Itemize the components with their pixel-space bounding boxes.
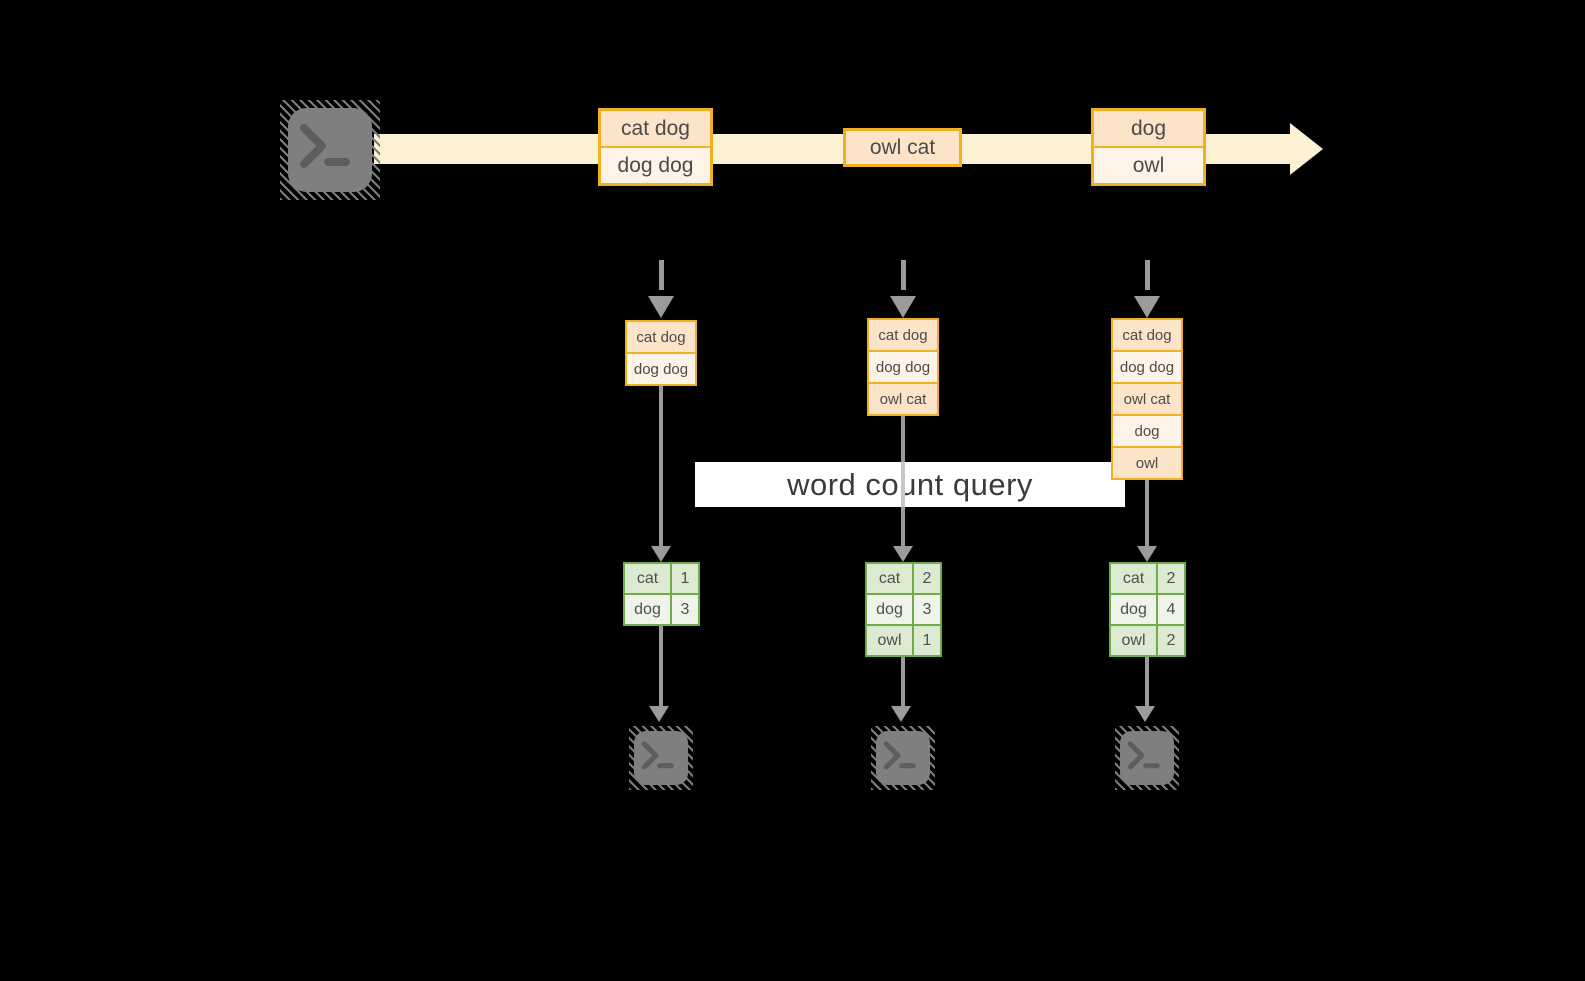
terminal-body — [288, 108, 372, 192]
wordcount-table: cat 1 dog 3 — [623, 562, 700, 626]
terminal-body — [1120, 731, 1174, 785]
record-buffer: cat dog dog dog — [625, 320, 697, 386]
count-cell: 2 — [1158, 626, 1184, 655]
event-record: cat dog — [601, 111, 710, 146]
count-cell: 1 — [914, 626, 940, 655]
dashed-arrow-icon — [1134, 260, 1160, 318]
record-buffer: cat dog dog dog owl cat — [867, 318, 939, 416]
arrowhead-icon — [893, 546, 913, 562]
terminal-icon — [280, 100, 380, 200]
terminal-icon — [1115, 726, 1179, 790]
dashed-arrow-icon — [890, 260, 916, 318]
table-row: dog 4 — [1111, 595, 1184, 624]
arrowhead-icon — [890, 296, 916, 318]
query-banner: word count query — [695, 462, 1125, 507]
word-cell: owl — [867, 626, 912, 655]
stream-arrowhead-icon — [1290, 123, 1323, 175]
word-cell: dog — [1111, 595, 1156, 624]
arrow-dash — [658, 260, 664, 290]
arrow-over-banner-highlight — [901, 462, 905, 507]
buffer-record: owl cat — [1113, 384, 1181, 414]
count-cell: 2 — [1158, 564, 1184, 593]
record-buffer: cat dog dog dog owl cat dog owl — [1111, 318, 1183, 480]
arrowhead-icon — [648, 296, 674, 318]
prompt-glyph-icon — [1127, 741, 1160, 770]
word-cell: cat — [867, 564, 912, 593]
word-cell: cat — [1111, 564, 1156, 593]
stream-event-box: dog owl — [1091, 108, 1206, 186]
arrowhead-icon — [891, 706, 911, 722]
event-record: dog — [1094, 111, 1203, 146]
arrowhead-icon — [649, 706, 669, 722]
table-row: dog 3 — [867, 595, 940, 624]
terminal-icon — [629, 726, 693, 790]
wordcount-table: cat 2 dog 4 owl 2 — [1109, 562, 1186, 657]
arrow-line — [901, 416, 905, 546]
terminal-body — [876, 731, 930, 785]
arrow-dash — [1144, 260, 1150, 290]
table-row: owl 1 — [867, 626, 940, 655]
count-cell: 2 — [914, 564, 940, 593]
dashed-arrow-icon — [648, 260, 674, 318]
arrow-line — [901, 657, 905, 706]
buffer-record: dog — [1113, 416, 1181, 446]
event-record: dog dog — [601, 148, 710, 183]
table-row: owl 2 — [1111, 626, 1184, 655]
arrowhead-icon — [1137, 546, 1157, 562]
word-cell: dog — [867, 595, 912, 624]
count-cell: 4 — [1158, 595, 1184, 624]
arrow-line — [659, 386, 663, 546]
stream-event-box: cat dog dog dog — [598, 108, 713, 186]
table-row: cat 2 — [1111, 564, 1184, 593]
buffer-record: cat dog — [627, 322, 695, 352]
prompt-glyph-icon — [641, 741, 674, 770]
buffer-record: dog dog — [869, 352, 937, 382]
count-cell: 1 — [672, 564, 698, 593]
prompt-glyph-icon — [883, 741, 916, 770]
arrow-line — [659, 626, 663, 706]
word-cell: owl — [1111, 626, 1156, 655]
buffer-record: dog dog — [627, 354, 695, 384]
terminal-icon — [871, 726, 935, 790]
word-cell: dog — [625, 595, 670, 624]
event-record: owl cat — [846, 131, 959, 164]
terminal-body — [634, 731, 688, 785]
buffer-record: cat dog — [869, 320, 937, 350]
buffer-record: owl cat — [869, 384, 937, 414]
buffer-record: dog dog — [1113, 352, 1181, 382]
event-record: owl — [1094, 148, 1203, 183]
table-row: dog 3 — [625, 595, 698, 624]
arrowhead-icon — [1135, 706, 1155, 722]
arrow-line — [1145, 480, 1149, 546]
word-cell: cat — [625, 564, 670, 593]
table-row: cat 1 — [625, 564, 698, 593]
count-cell: 3 — [672, 595, 698, 624]
count-cell: 3 — [914, 595, 940, 624]
stream-event-box: owl cat — [843, 128, 962, 167]
arrow-line — [1145, 657, 1149, 706]
buffer-record: owl — [1113, 448, 1181, 478]
prompt-glyph-icon — [300, 124, 350, 168]
table-row: cat 2 — [867, 564, 940, 593]
arrowhead-icon — [1134, 296, 1160, 318]
wordcount-table: cat 2 dog 3 owl 1 — [865, 562, 942, 657]
arrowhead-icon — [651, 546, 671, 562]
arrow-dash — [900, 260, 906, 290]
buffer-record: cat dog — [1113, 320, 1181, 350]
